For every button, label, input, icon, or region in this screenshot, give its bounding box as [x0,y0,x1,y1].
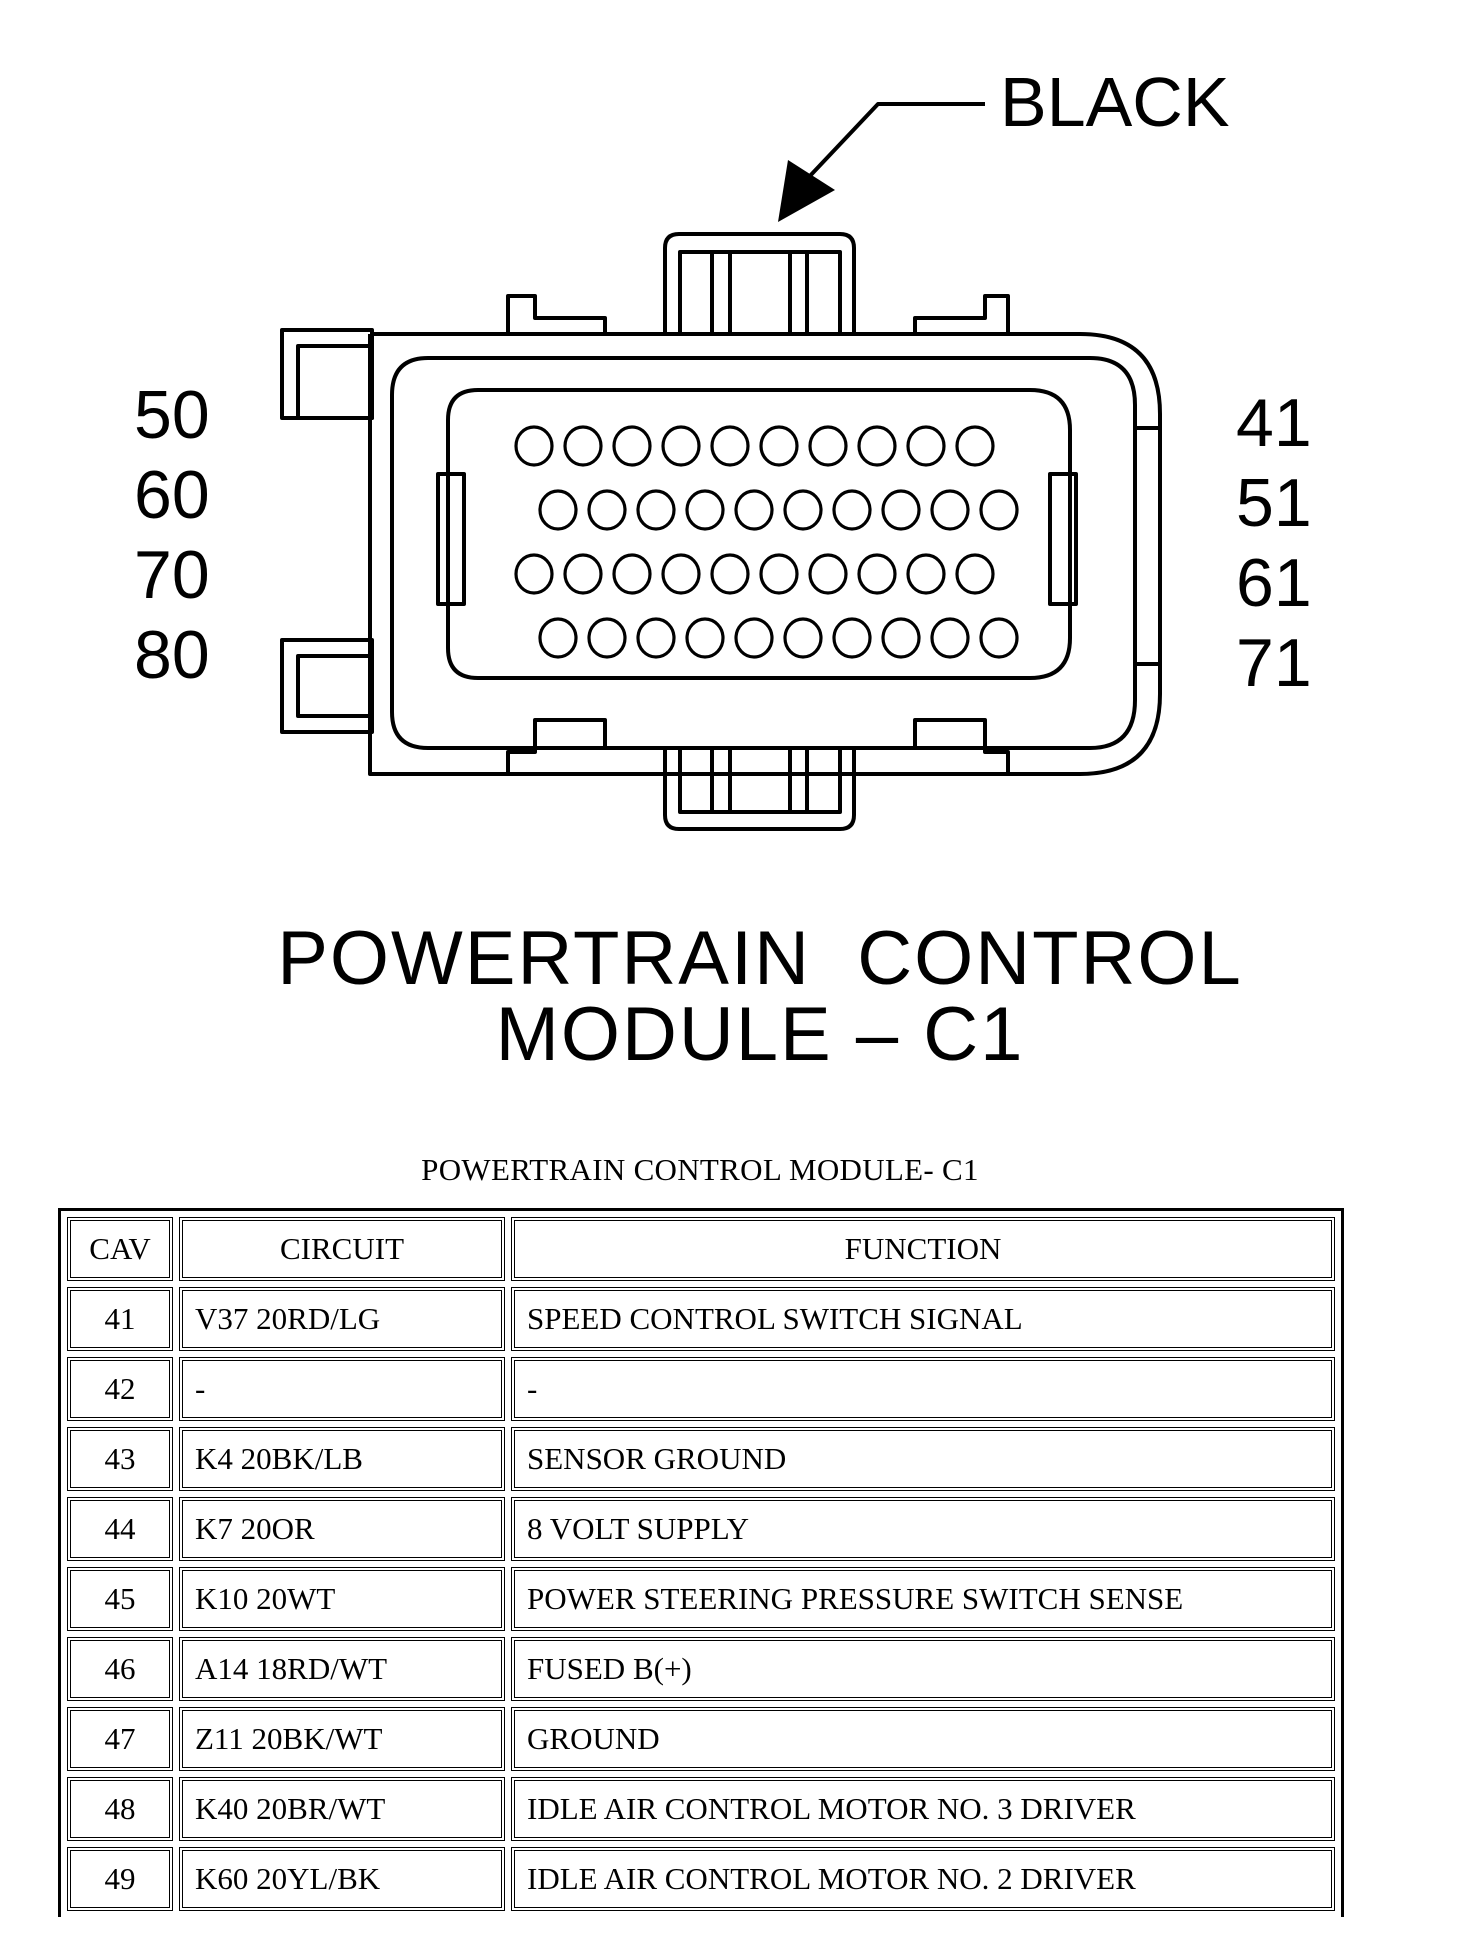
pin-cavity [514,425,554,467]
connector-pins [514,425,1019,659]
cell-function: GROUND [511,1707,1335,1771]
pin-cavity [881,617,921,659]
cav-label-70: 70 [134,537,210,613]
cell-circuit: - [179,1357,505,1421]
cav-label-60: 60 [134,457,210,533]
cell-function: SPEED CONTROL SWITCH SIGNAL [511,1287,1335,1351]
pin-cavity [612,425,652,467]
cell-circuit: Z11 20BK/WT [179,1707,505,1771]
right-cavity-labels: 41 51 61 71 [1236,385,1312,701]
pin-cavity [906,553,946,595]
table-row: 43 K4 20BK/LB SENSOR GROUND [67,1427,1335,1491]
pin-cavity [979,489,1019,531]
pin-cavity [734,489,774,531]
pin-cavity [832,489,872,531]
cav-label-51: 51 [1236,465,1312,541]
table-row: 47 Z11 20BK/WT GROUND [67,1707,1335,1771]
pin-cavity [514,553,554,595]
pin-cavity [857,425,897,467]
table-row: 44 K7 20OR 8 VOLT SUPPLY [67,1497,1335,1561]
pin-cavity [538,489,578,531]
diagram-title-line2: MODULE – C1 [496,992,1025,1077]
pin-cavity [710,553,750,595]
connector-color-label: BLACK [1000,63,1230,141]
cell-circuit: K10 20WT [179,1567,505,1631]
cell-circuit: V37 20RD/LG [179,1287,505,1351]
leader-arrow [778,102,985,222]
pin-cavity [783,617,823,659]
pin-cavity [979,617,1019,659]
cell-cav: 47 [67,1707,173,1771]
pin-cavity [759,553,799,595]
pin-cavity [636,489,676,531]
cell-function: FUSED B(+) [511,1637,1335,1701]
cell-function: POWER STEERING PRESSURE SWITCH SENSE [511,1567,1335,1631]
cell-cav: 46 [67,1637,173,1701]
pin-cavity [881,489,921,531]
pin-cavity [612,553,652,595]
table-row: 49 K60 20YL/BK IDLE AIR CONTROL MOTOR NO… [67,1847,1335,1911]
cell-cav: 49 [67,1847,173,1911]
cell-cav: 45 [67,1567,173,1631]
pin-cavity [710,425,750,467]
cell-cav: 44 [67,1497,173,1561]
diagram-title-line1: POWERTRAIN CONTROL [277,916,1243,1001]
cell-function: - [511,1357,1335,1421]
connector-housing [280,232,1162,831]
table-header-row: CAV CIRCUIT FUNCTION [67,1217,1335,1281]
cell-circuit: K4 20BK/LB [179,1427,505,1491]
pin-cavity [955,553,995,595]
pin-cavity [661,553,701,595]
pin-cavity [538,617,578,659]
cav-label-61: 61 [1236,545,1312,621]
cell-cav: 41 [67,1287,173,1351]
header-function: FUNCTION [511,1217,1335,1281]
pin-cavity [930,617,970,659]
pin-cavity [685,617,725,659]
cell-function: 8 VOLT SUPPLY [511,1497,1335,1561]
cell-circuit: K40 20BR/WT [179,1777,505,1841]
cav-label-80: 80 [134,617,210,693]
cell-cav: 42 [67,1357,173,1421]
cell-cav: 48 [67,1777,173,1841]
pin-cavity [808,553,848,595]
pin-cavity [759,425,799,467]
table-row: 41 V37 20RD/LG SPEED CONTROL SWITCH SIGN… [67,1287,1335,1351]
table-row: 42 - - [67,1357,1335,1421]
cell-circuit: K7 20OR [179,1497,505,1561]
pin-cavity [832,617,872,659]
table-row: 46 A14 18RD/WT FUSED B(+) [67,1637,1335,1701]
pin-cavity [563,553,603,595]
header-circuit: CIRCUIT [179,1217,505,1281]
cell-function: IDLE AIR CONTROL MOTOR NO. 3 DRIVER [511,1777,1335,1841]
connector-diagram: BLACK [134,63,1312,1077]
pin-cavity [783,489,823,531]
header-cav: CAV [67,1217,173,1281]
pin-cavity [563,425,603,467]
pin-cavity [734,617,774,659]
pin-cavity [587,617,627,659]
cell-circuit: A14 18RD/WT [179,1637,505,1701]
table-caption: POWERTRAIN CONTROL MODULE- C1 [421,1152,979,1187]
pin-cavity [930,489,970,531]
left-cavity-labels: 50 60 70 80 [134,377,210,693]
table-row: 45 K10 20WT POWER STEERING PRESSURE SWIT… [67,1567,1335,1631]
pin-cavity [808,425,848,467]
pin-cavity [661,425,701,467]
pin-cavity [906,425,946,467]
pinout-table: CAV CIRCUIT FUNCTION 41 V37 20RD/LG SPEE… [58,1208,1344,1917]
table-row: 48 K40 20BR/WT IDLE AIR CONTROL MOTOR NO… [67,1777,1335,1841]
pin-cavity [587,489,627,531]
cell-cav: 43 [67,1427,173,1491]
pin-cavity [685,489,725,531]
pin-cavity [636,617,676,659]
cell-circuit: K60 20YL/BK [179,1847,505,1911]
pin-cavity [955,425,995,467]
cell-function: IDLE AIR CONTROL MOTOR NO. 2 DRIVER [511,1847,1335,1911]
cav-label-50: 50 [134,377,210,453]
pin-cavity [857,553,897,595]
cav-label-71: 71 [1236,625,1312,701]
cell-function: SENSOR GROUND [511,1427,1335,1491]
cav-label-41: 41 [1236,385,1312,461]
